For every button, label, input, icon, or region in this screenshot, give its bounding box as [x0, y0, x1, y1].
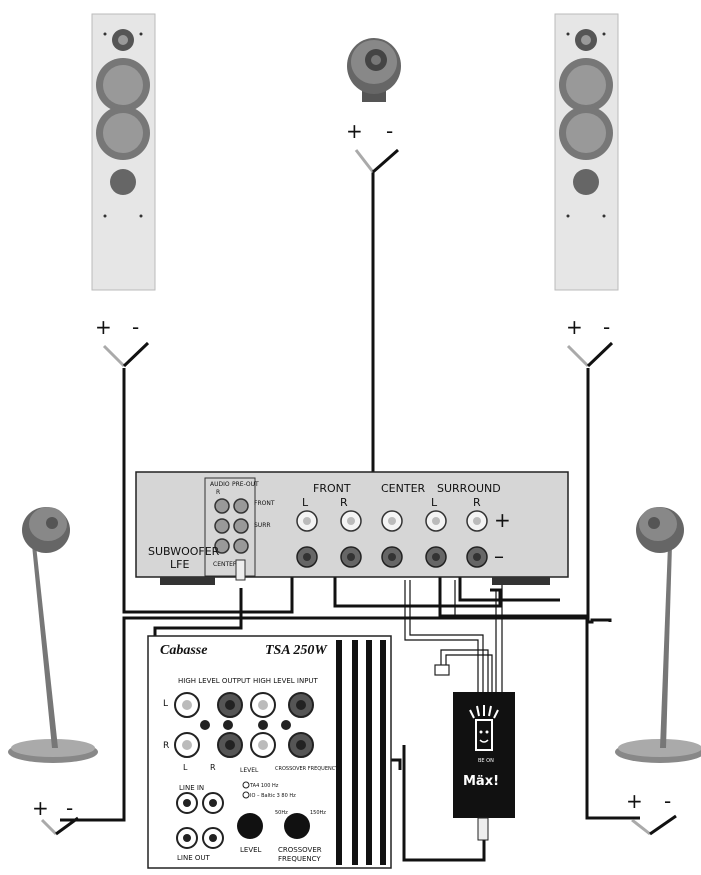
level-small-label: LEVEL	[240, 767, 259, 774]
high-level-output-label: HIGH LEVEL OUTPUT	[178, 677, 251, 685]
high-level-input-label: HIGH LEVEL INPUT	[253, 677, 319, 685]
surround-right-terminal-label: + -	[626, 789, 677, 836]
level-knob[interactable]	[237, 813, 263, 839]
amp-brand: Cabasse	[160, 643, 207, 658]
max-box-feed-wire	[402, 745, 486, 862]
line-in-label: LINE IN	[179, 784, 204, 792]
frequency-label: FREQUENCY	[278, 855, 321, 863]
center-minus: -	[386, 119, 393, 143]
center-speaker	[347, 38, 401, 102]
front-right-minus: -	[603, 315, 610, 339]
crossover-label: CROSSOVER	[278, 846, 322, 854]
front-right-plus: +	[566, 315, 583, 339]
preout-label: PRE-OUT	[232, 481, 259, 488]
center-terminal-label: + -	[346, 119, 399, 174]
front-right-speaker	[554, 13, 619, 291]
option-1: TA4 100 Hz	[249, 783, 279, 789]
surround-right-plus: +	[626, 789, 643, 813]
level-r-label: R	[210, 763, 216, 772]
level-label: LEVEL	[240, 846, 262, 854]
front-r-label: R	[340, 496, 348, 509]
center-group-label: CENTER	[381, 482, 426, 495]
surround-group-label: SURROUND	[437, 482, 501, 495]
front-left-plus: +	[95, 315, 112, 339]
front-left-minus: -	[132, 315, 139, 339]
center-plus: +	[346, 119, 363, 143]
receiver-minus: –	[494, 544, 504, 568]
front-left-speaker	[91, 13, 156, 291]
receiver-plus: +	[494, 508, 511, 532]
subwoofer-label: SUBWOOFER	[148, 545, 220, 558]
surround-left-terminal-label: + -	[32, 796, 79, 836]
preout-center: CENTER	[213, 561, 237, 568]
max-label: Mäx!	[463, 774, 499, 789]
thin-wires	[404, 580, 503, 692]
preout-audio: AUDIO	[210, 481, 230, 488]
preout-surr: SURR	[254, 522, 271, 529]
crossover-small-label: CROSSOVER FREQUENCY	[275, 766, 339, 772]
surround-r-label: R	[473, 496, 481, 509]
amp-terminals	[174, 692, 314, 758]
surround-left-minus: -	[66, 796, 73, 820]
max-small: BE ON	[478, 758, 494, 764]
amp-ch-l: L	[163, 699, 168, 709]
front-group-label: FRONT	[313, 482, 351, 495]
line-out-label: LINE OUT	[177, 854, 210, 862]
av-receiver: AUDIO PRE-OUT R FRONT SURR CENTER SUBWOO…	[135, 471, 569, 585]
surround-left-wire	[60, 616, 640, 822]
front-left-terminal-label: + -	[95, 315, 150, 368]
surround-right-speaker	[615, 507, 701, 763]
surround-right-minus: -	[664, 789, 671, 813]
receiver-loop-wire	[333, 540, 502, 608]
surround-left-speaker	[8, 507, 98, 763]
option-2: IO – Baltic 3 80 Hz	[250, 793, 296, 799]
amp-model: TSA 250W	[265, 643, 328, 658]
front-right-terminal-label: + -	[566, 315, 614, 368]
level-l-label: L	[183, 763, 188, 772]
front-l-label: L	[302, 496, 309, 509]
dial-right: 150Hz	[310, 810, 326, 816]
preout-jacks	[214, 498, 249, 554]
preout-front: FRONT	[254, 500, 275, 507]
amp-stripes	[336, 640, 386, 865]
front-right-wire	[586, 368, 612, 624]
max-box: BE ON Mäx!	[453, 692, 515, 841]
preout-r: R	[216, 489, 220, 496]
surround-l-label: L	[431, 496, 438, 509]
lfe-label: LFE	[170, 558, 189, 571]
surround-left-plus: +	[32, 796, 49, 820]
amp-ch-r: R	[163, 741, 169, 751]
dial-left: 50Hz	[275, 810, 288, 816]
subwoofer-amplifier: Cabasse TSA 250W HIGH LEVEL OUTPUT HIGH …	[147, 635, 392, 869]
crossover-knob[interactable]	[284, 813, 310, 839]
